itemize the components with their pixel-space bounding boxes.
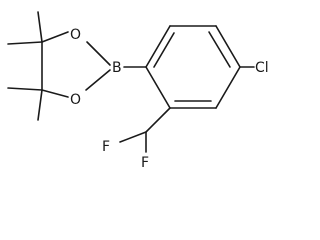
bond-c-o-bottom bbox=[41, 89, 69, 98]
ring-bond-4 bbox=[215, 66, 241, 109]
atom-label-fluorine-right: F bbox=[141, 155, 149, 171]
bond-o-bottom-b bbox=[85, 69, 111, 91]
bond-b-o-top bbox=[86, 41, 111, 66]
chemical-structure-canvas: B O O Cl F F bbox=[7, 11, 269, 171]
atom-label-chlorine: Cl bbox=[255, 60, 269, 76]
atom-label-oxygen-top: O bbox=[70, 27, 81, 43]
ring-double-bond-2 bbox=[208, 31, 231, 68]
methyl-bond-3 bbox=[7, 87, 43, 91]
atom-label-fluorine-left: F bbox=[102, 139, 110, 155]
methyl-bond-2 bbox=[7, 41, 43, 45]
difluoromethyl-group bbox=[119, 107, 171, 153]
bond-c-f-left bbox=[119, 131, 147, 143]
benzene-ring bbox=[145, 25, 241, 109]
dioxaborolane-ring bbox=[41, 31, 111, 98]
atom-label-oxygen-bottom: O bbox=[70, 92, 81, 108]
atom-label-boron: B bbox=[112, 60, 122, 76]
methyl-groups bbox=[7, 11, 43, 121]
ring-bond-1 bbox=[145, 25, 171, 68]
methyl-bond-1 bbox=[37, 11, 43, 43]
bond-o-top-c bbox=[41, 31, 69, 43]
ring-bond-3 bbox=[215, 25, 241, 68]
molecule-drawing: B O O Cl F F bbox=[7, 11, 269, 171]
methyl-bond-4 bbox=[37, 89, 43, 121]
ring-bond-6 bbox=[145, 66, 171, 109]
bond-ring-chf2 bbox=[145, 107, 171, 133]
ring-double-bond-1 bbox=[153, 32, 175, 68]
